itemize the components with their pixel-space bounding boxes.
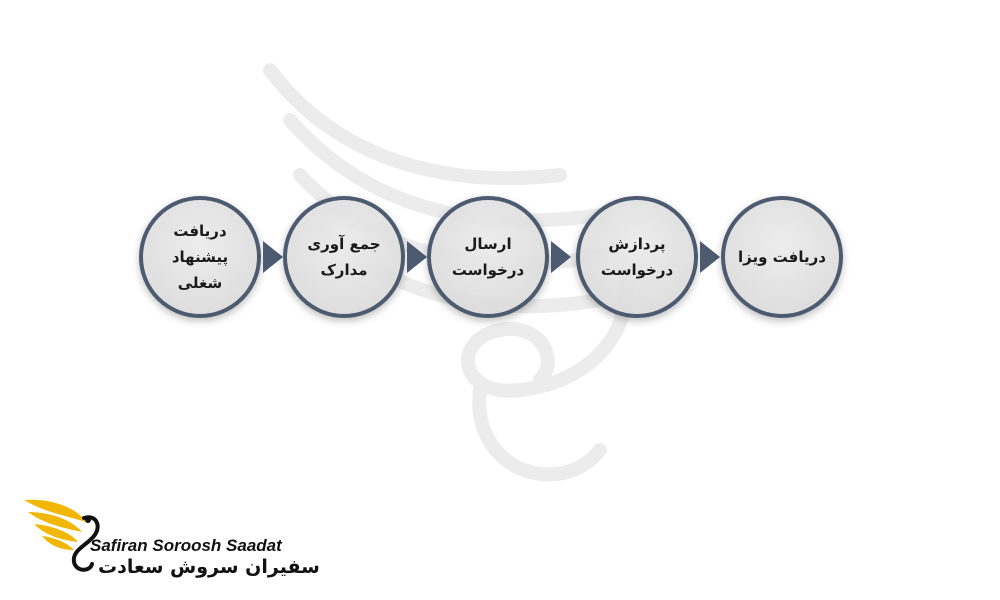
brand-name-fa: سفیران سروش سعادت <box>98 556 320 578</box>
step-submit-application: ارسال درخواست <box>427 196 549 318</box>
step-label: پردازش درخواست <box>600 235 674 279</box>
step-receive-visa: دریافت ویزا <box>721 196 843 318</box>
arrow-right-icon <box>700 241 720 273</box>
step-collect-documents: جمع آوری مدارک <box>283 196 405 318</box>
step-label: جمع آوری مدارک <box>307 235 381 279</box>
step-job-offer: دریافت پیشنهاد شغلی <box>139 196 261 318</box>
arrow-right-icon <box>263 241 283 273</box>
arrow-right-icon <box>407 241 427 273</box>
step-process-application: پردازش درخواست <box>576 196 698 318</box>
step-label: ارسال درخواست <box>451 235 525 279</box>
brand-name-en: Safiran Soroosh Saadat <box>90 536 282 555</box>
step-label: دریافت ویزا <box>738 248 826 266</box>
brand-wing-logo-icon <box>24 499 100 572</box>
arrow-right-icon <box>551 241 571 273</box>
step-label: دریافت پیشنهاد شغلی <box>171 222 229 292</box>
